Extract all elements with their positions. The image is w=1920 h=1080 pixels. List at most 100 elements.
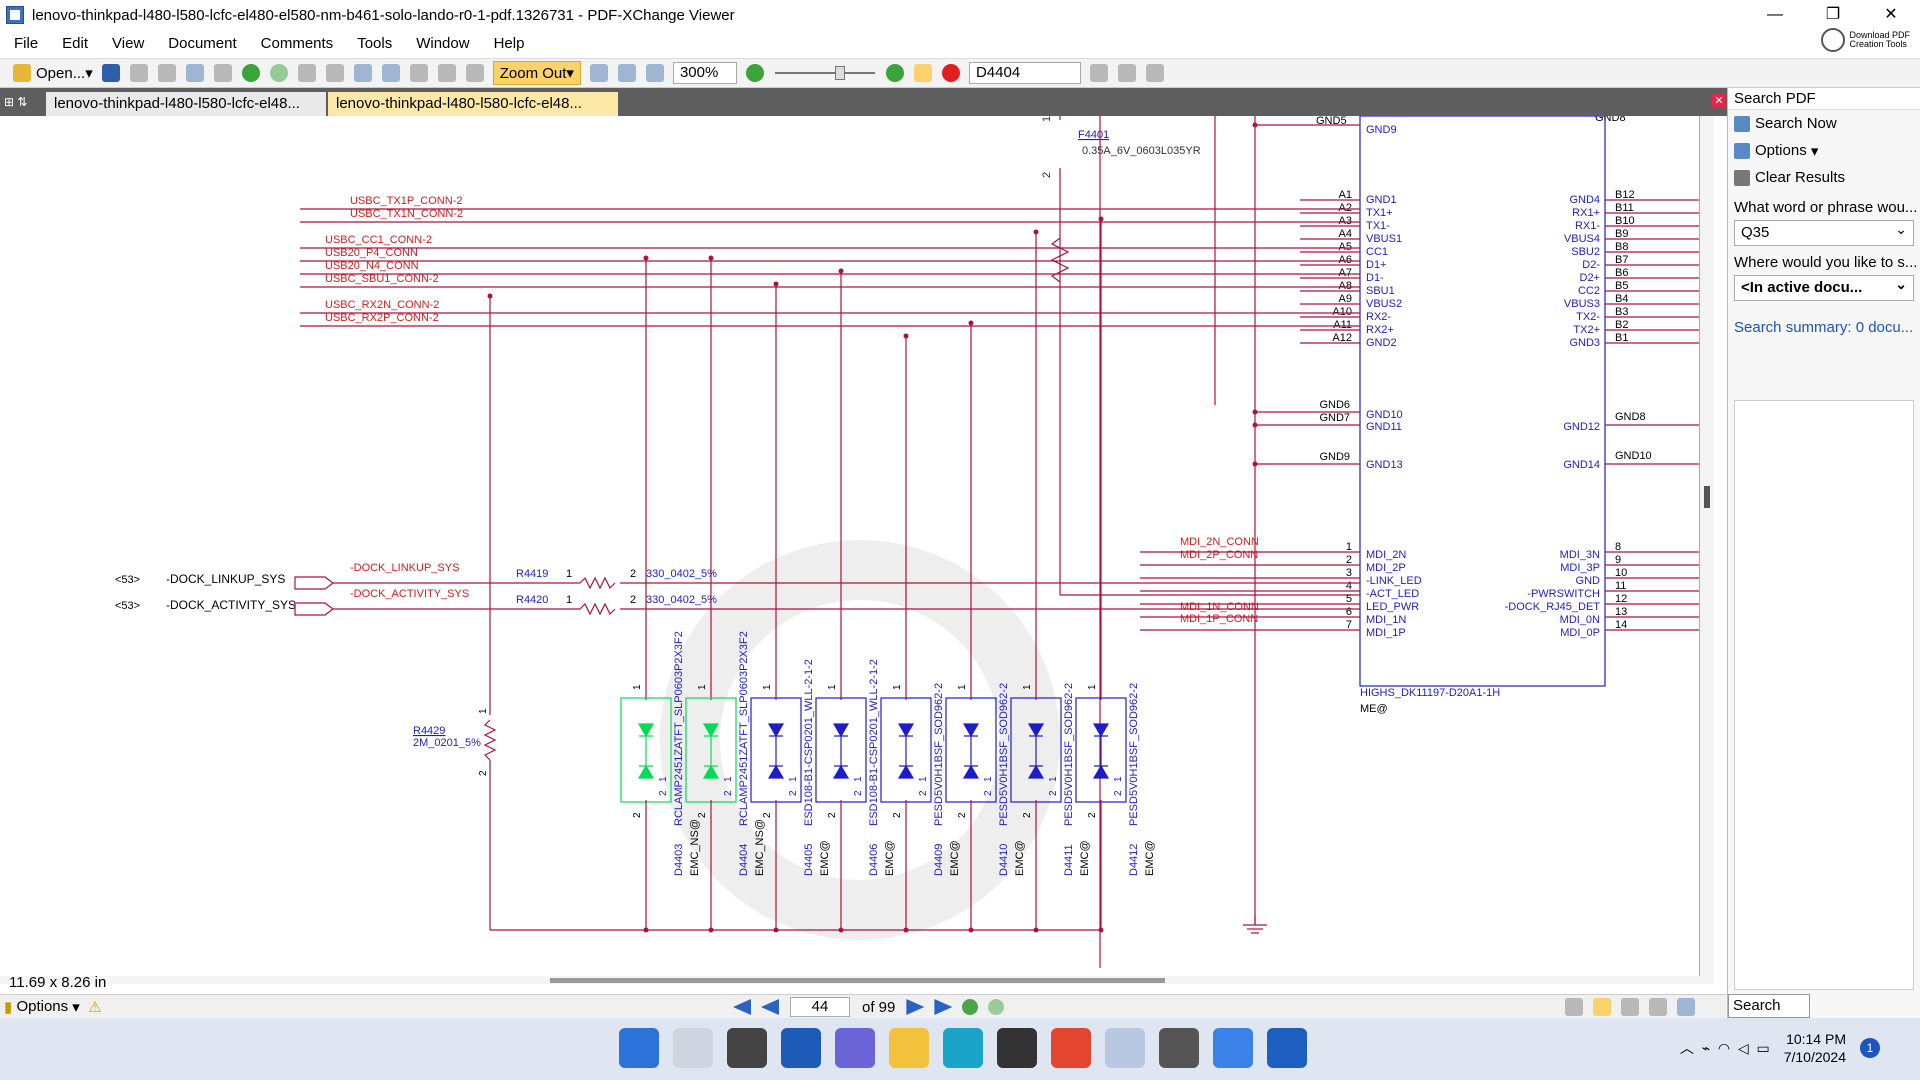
dock-res-value: 330_0402_5% [646, 568, 717, 580]
find-next-icon[interactable] [1117, 64, 1136, 82]
last-page-icon[interactable] [934, 999, 953, 1015]
first-page-icon[interactable] [733, 999, 751, 1015]
menu-edit[interactable]: Edit [62, 34, 89, 52]
battery-icon[interactable]: ▭ [1756, 1039, 1770, 1056]
rotate-icon[interactable] [353, 64, 372, 82]
current-page-field[interactable]: 44 [790, 997, 850, 1017]
find-previous-icon[interactable] [1089, 64, 1108, 82]
page-layout-icon[interactable] [1677, 998, 1695, 1016]
restore-button[interactable]: ❐ [1825, 6, 1841, 23]
task-view-icon[interactable] [727, 1028, 767, 1068]
zoom-level-field[interactable]: 300% [672, 62, 737, 84]
previous-page-icon[interactable] [761, 999, 779, 1015]
redo-icon[interactable] [325, 64, 344, 82]
notepad-icon[interactable] [1267, 1028, 1307, 1068]
hand-tool-icon[interactable] [409, 64, 428, 82]
tools-settings-icon[interactable] [1145, 64, 1164, 82]
tab-document-1[interactable]: lenovo-thinkpad-l480-l580-lcfc-el48... [46, 92, 326, 116]
widgets-icon[interactable] [781, 1028, 821, 1068]
highlight-icon[interactable] [913, 64, 932, 82]
network-app-icon[interactable] [1213, 1028, 1253, 1068]
continuous-icon[interactable] [1593, 998, 1611, 1016]
vertical-scroll-thumb[interactable] [1704, 486, 1710, 508]
diode-part-number: RCLAMP2451ZATFT_SLP0603P2X3F2 [673, 631, 685, 826]
next-page-icon[interactable] [906, 999, 925, 1015]
zoom-increase-icon[interactable] [885, 64, 904, 82]
tab-list-icon[interactable]: ⊞ ⇅ [4, 95, 28, 109]
menu-window[interactable]: Window [416, 34, 470, 52]
save-icon[interactable] [101, 64, 120, 82]
search-query-field[interactable]: Q35 [1734, 217, 1914, 246]
open-button[interactable]: Open... ▾ [8, 64, 93, 82]
next-view-icon[interactable] [988, 999, 1005, 1015]
close-tab-icon[interactable]: ✕ [1712, 94, 1726, 108]
wifi-icon[interactable]: ◠ [1717, 1039, 1731, 1056]
mdi-pin-right-number: 14 [1615, 619, 1627, 631]
search-pdf-tab[interactable]: Search PDF [1728, 994, 1810, 1036]
notification-badge[interactable]: 1 [1860, 1038, 1880, 1058]
email-icon[interactable] [157, 64, 176, 82]
continuous-facing-icon[interactable] [1649, 998, 1667, 1016]
previous-view-icon[interactable] [962, 999, 979, 1015]
menu-view[interactable]: View [112, 34, 145, 52]
vpn-icon[interactable]: ⌁ [1701, 1039, 1711, 1056]
search-now-button[interactable]: Search Now [1728, 110, 1920, 137]
find-icon[interactable] [941, 64, 960, 82]
menu-document[interactable]: Document [168, 34, 237, 52]
net-label-left: USB20_P4_CONN [325, 247, 418, 259]
pages-icon[interactable] [381, 64, 400, 82]
tab-document-2[interactable]: lenovo-thinkpad-l480-l580-lcfc-el48... [328, 92, 618, 116]
pdf-xchange-icon[interactable] [1105, 1028, 1145, 1068]
chat-icon[interactable] [835, 1028, 875, 1068]
forward-icon[interactable] [269, 64, 288, 82]
diode-inner-pin: 2 [788, 790, 799, 796]
show-hidden-icons-icon[interactable]: ︿ [1679, 1040, 1694, 1056]
clear-results-button[interactable]: Clear Results [1728, 164, 1920, 191]
store-icon[interactable] [997, 1028, 1037, 1068]
start-icon[interactable] [619, 1028, 659, 1068]
search-results-list[interactable] [1734, 400, 1914, 990]
undo-icon[interactable] [297, 64, 316, 82]
search-location-select[interactable]: <In active docu... [1734, 272, 1914, 301]
menu-tools[interactable]: Tools [357, 34, 393, 52]
back-icon[interactable] [241, 64, 260, 82]
search-panel: Search PDF Search Now Options ▾ Clear Re… [1727, 88, 1920, 1036]
vertical-scrollbar[interactable] [1700, 116, 1714, 976]
edge-icon[interactable] [943, 1028, 983, 1068]
fit-width-icon[interactable] [645, 64, 664, 82]
scan-icon[interactable] [185, 64, 204, 82]
facing-icon[interactable] [1621, 998, 1639, 1016]
zoom-slider[interactable] [774, 66, 875, 80]
options-button[interactable]: ▮ Options ▾ ⚠ [4, 998, 102, 1016]
dock-res-ref: R4420 [516, 594, 548, 606]
find-text-field[interactable]: D4404 [968, 62, 1081, 84]
menu-file[interactable]: File [14, 34, 39, 52]
file-explorer-icon[interactable] [889, 1028, 929, 1068]
chrome-icon[interactable] [1051, 1028, 1091, 1068]
horizontal-scroll-thumb[interactable] [550, 978, 1165, 983]
fit-page-icon[interactable] [617, 64, 636, 82]
zoom-decrease-icon[interactable] [745, 64, 764, 82]
search-icon[interactable] [673, 1028, 713, 1068]
search-summary-link[interactable]: Search summary: 0 docu... [1734, 319, 1914, 336]
actual-size-icon[interactable] [589, 64, 608, 82]
single-page-icon[interactable] [1565, 998, 1583, 1016]
ocr-icon[interactable] [213, 64, 232, 82]
snapshot-icon[interactable] [437, 64, 456, 82]
menu-comments[interactable]: Comments [260, 34, 334, 52]
minimize-button[interactable]: — [1767, 6, 1783, 23]
print-icon[interactable] [129, 64, 148, 82]
shuffle-app-icon[interactable] [1159, 1028, 1199, 1068]
options-dropdown-button[interactable]: Options ▾ [1728, 137, 1920, 164]
menu-help[interactable]: Help [493, 34, 525, 52]
pin-b-name: TX2- [1576, 311, 1600, 323]
volume-icon[interactable]: ◁ [1737, 1039, 1749, 1056]
close-button[interactable]: ✕ [1884, 6, 1898, 23]
zoom-out-tool-button[interactable]: Zoom Out ▾ [492, 61, 581, 85]
select-tool-icon[interactable] [465, 64, 484, 82]
main-toolbar: Open... ▾ Zoom Out ▾ 300% D4404 [0, 58, 1920, 88]
horizontal-scrollbar[interactable] [0, 976, 1714, 984]
